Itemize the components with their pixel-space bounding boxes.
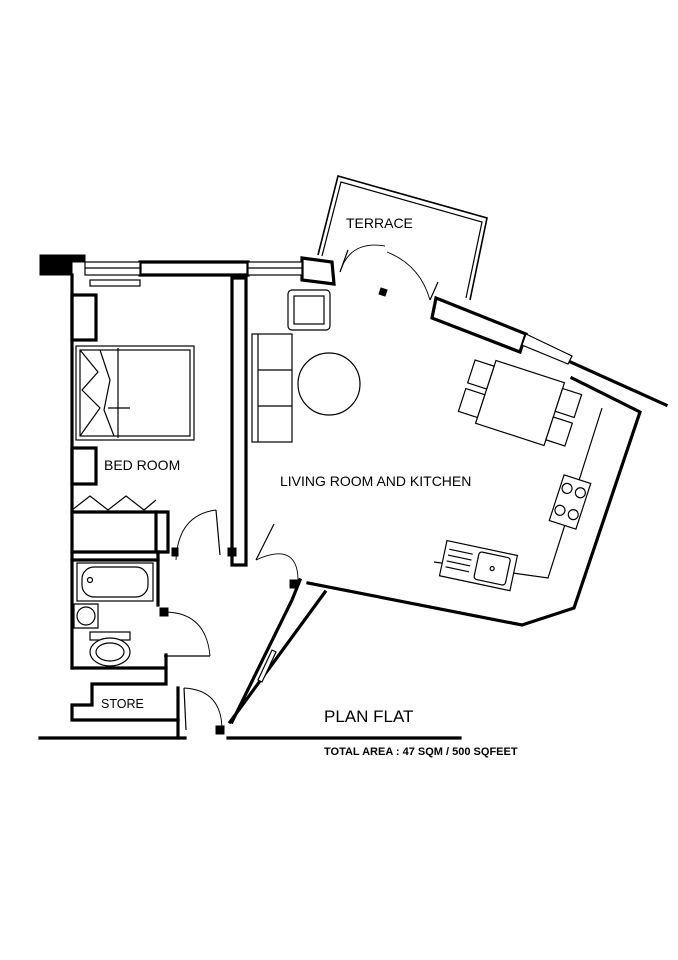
terrace-rail-outer [317,175,488,301]
label-terrace: TERRACE [346,215,413,231]
windows [84,261,303,287]
store-room [70,666,225,740]
bathroom-door-arc [163,611,211,657]
wall-top-left [39,254,86,276]
wardrobe-bottom [70,446,98,486]
total-area: TOTAL AREA : 47 SQM / 500 SQFEET [324,746,518,758]
label-bedroom: BED ROOM [104,457,180,473]
bedroom-furniture [70,293,237,562]
terrace-area [317,175,488,301]
wall-bedroom-south [154,510,170,554]
dining-set [457,359,583,447]
wall-angled-right [430,295,528,355]
wall-niche [257,649,277,683]
label-living-kitchen: LIVING ROOM AND KITCHEN [280,473,471,489]
label-store: STORE [101,697,144,711]
window-sill-bedroom [89,279,141,287]
wall-kitchen-outer [306,375,642,627]
living-kitchen-furniture [251,289,603,683]
terrace-door-arc-right [386,251,431,301]
bed [75,345,195,441]
sofa [251,333,293,443]
wall-far-right [563,357,669,408]
exterior-walls [38,254,669,740]
wall-pier-terrace [300,256,336,286]
coffee-table [297,352,361,416]
store-walls [70,666,180,722]
wardrobe-top [70,293,98,342]
wall-south-inner [229,577,303,725]
armchair [287,289,331,331]
terrace-rail-inner [321,181,483,299]
dining-table [474,359,566,447]
bedroom-door-arc [175,509,217,561]
desk-chairs [71,495,157,511]
store-door-arc [183,687,223,731]
entrance-door-arc [255,553,299,586]
wall-top-mid [138,260,250,277]
wall-bed-living [230,276,248,567]
sink [438,539,519,592]
terrace-door-arc-left [339,244,386,273]
labels: TERRACE BED ROOM LIVING ROOM AND KITCHEN… [101,215,518,758]
hob [548,474,592,530]
bathroom [70,558,211,670]
plan-title: PLAN FLAT [324,707,413,726]
window-kitchen [521,333,573,365]
wall-south-diagonal [227,589,328,725]
